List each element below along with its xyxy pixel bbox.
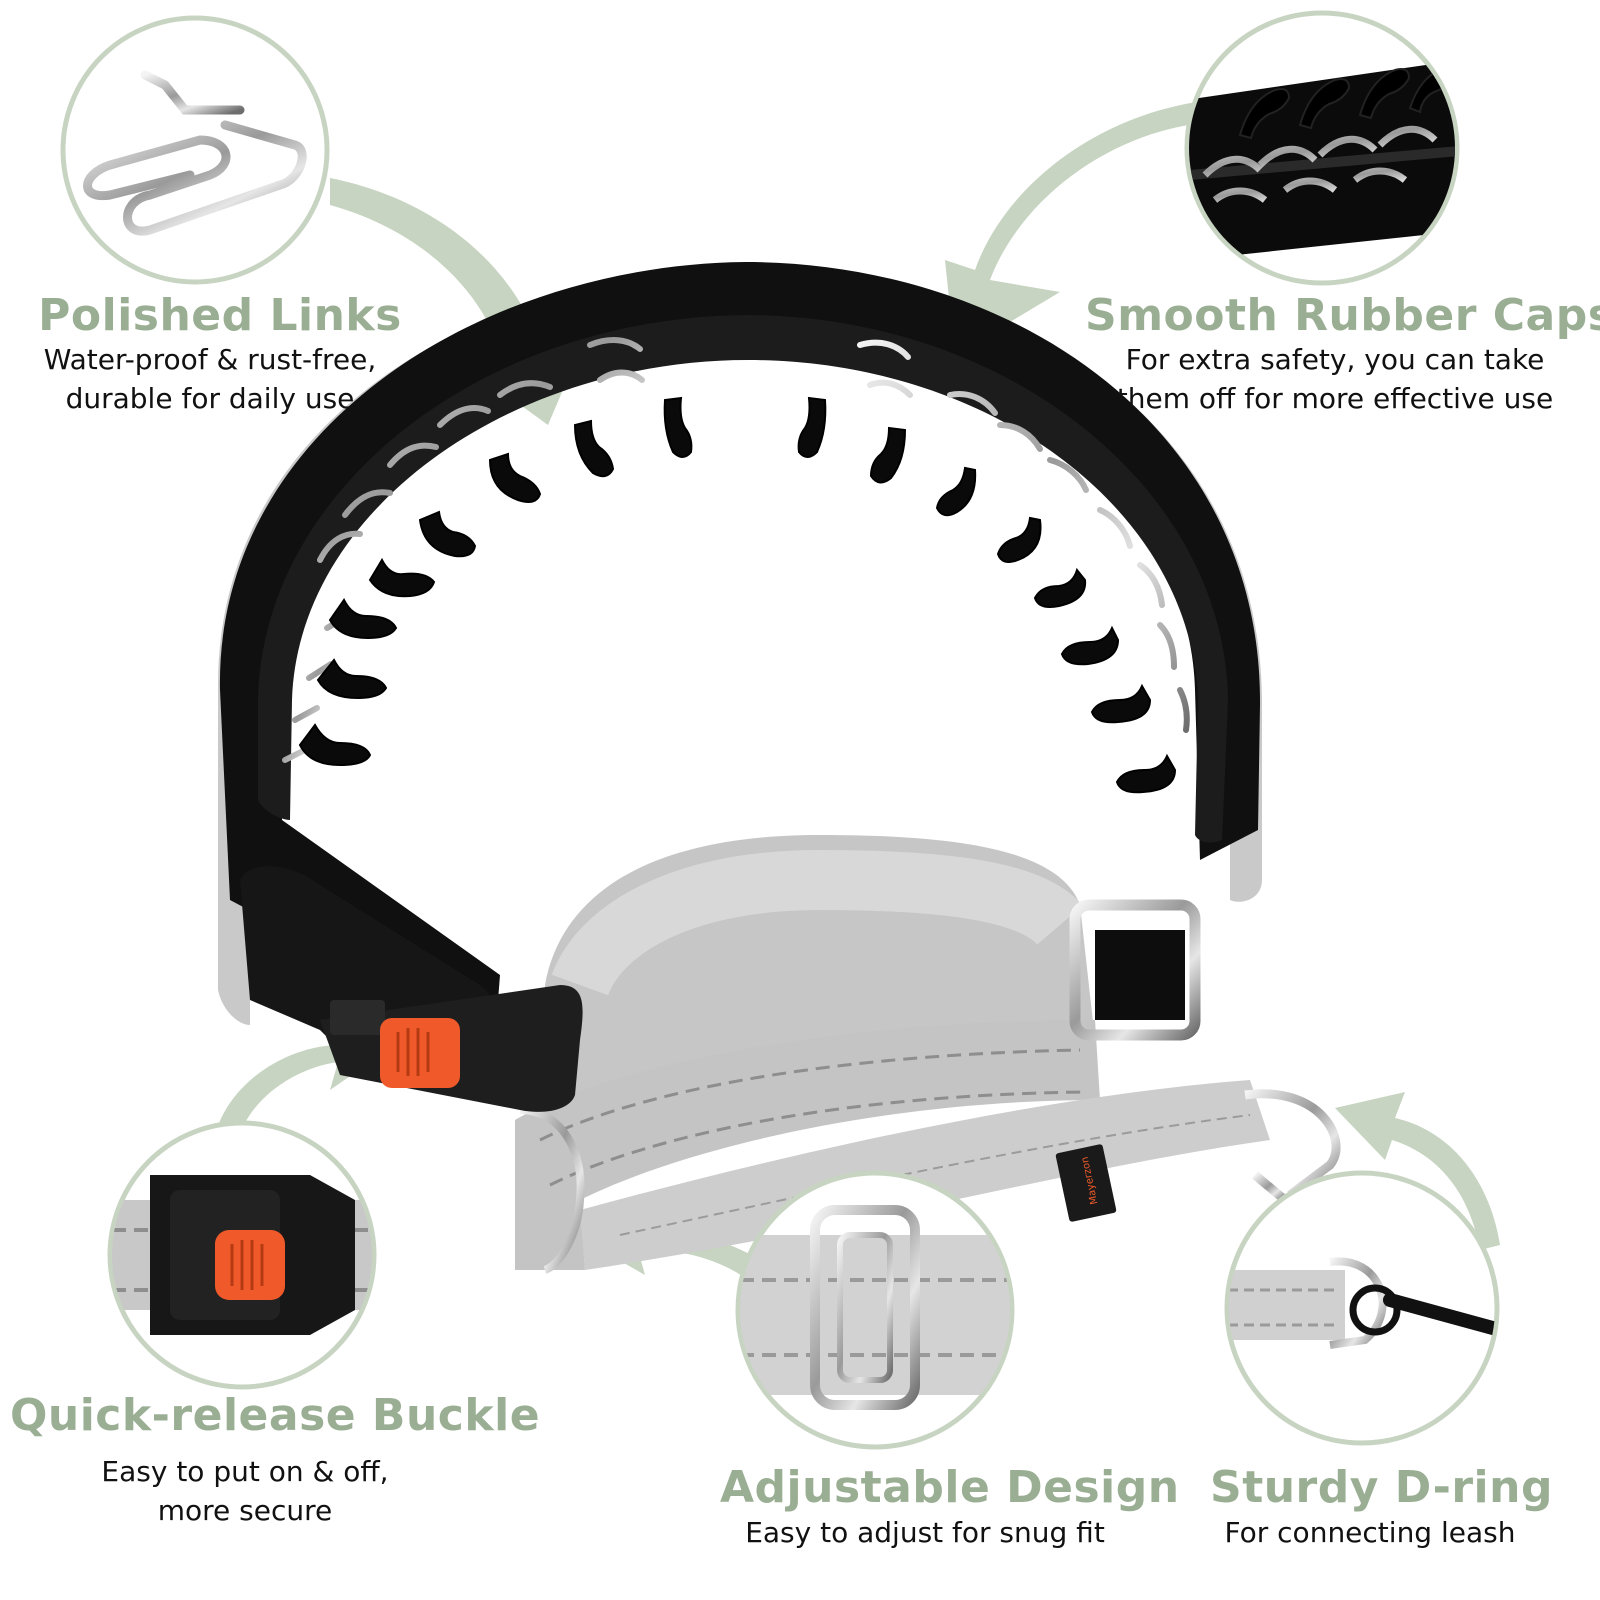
rubber-caps (298, 396, 1177, 794)
detail-circle-d-ring (1224, 1170, 1500, 1446)
title-polished-links: Polished Links (38, 290, 402, 341)
title-buckle: Quick-release Buckle (10, 1390, 541, 1441)
brand-tag (1055, 1144, 1117, 1222)
detail-circle-rubber-caps (1184, 10, 1460, 286)
quick-release-buckle (240, 866, 583, 1112)
detail-circle-adjustable (735, 1170, 1015, 1450)
detail-circle-buckle (107, 1120, 377, 1390)
desc-polished-links: Water-proof & rust-free, durable for dai… (43, 343, 377, 415)
leash-tail-strap (580, 1080, 1270, 1270)
detail-circle-polished-links (60, 15, 330, 285)
prong-collar (217, 262, 1341, 1274)
arrow-rubber-caps (945, 100, 1212, 355)
lower-strap (515, 1020, 1100, 1270)
arrow-d-ring (1335, 1092, 1500, 1250)
chain-links (282, 337, 1190, 763)
desc-buckle: Easy to put on & off, more secure (101, 1455, 389, 1527)
desc-adjustable: Easy to adjust for snug fit (745, 1516, 1105, 1549)
release-button-detail (215, 1230, 285, 1300)
title-adjustable: Adjustable Design (720, 1462, 1180, 1513)
desc-rubber-caps: For extra safety, you can take them off … (1116, 343, 1554, 415)
title-rubber-caps: Smooth Rubber Caps (1085, 290, 1600, 341)
metal-slider-ring (1069, 899, 1201, 1041)
d-ring (1244, 1089, 1341, 1199)
release-button (380, 1018, 460, 1088)
title-d-ring: Sturdy D-ring (1210, 1462, 1553, 1513)
desc-d-ring: For connecting leash (1224, 1516, 1516, 1549)
